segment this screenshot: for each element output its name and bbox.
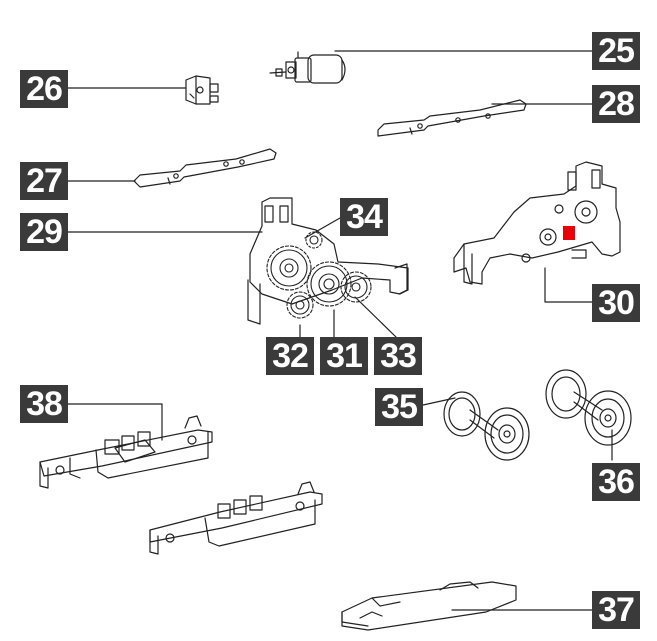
- part-label-30: 30: [592, 284, 640, 322]
- gear-icon: [286, 291, 314, 319]
- gearbox-icon: [453, 161, 621, 285]
- part-label-31: 31: [320, 337, 368, 375]
- plate-icon: [341, 581, 517, 631]
- gearbox-icon: [247, 197, 409, 325]
- bogie-frame-icon: [39, 415, 213, 489]
- wheelset-icon: [443, 391, 530, 461]
- bogie-frame-icon: [149, 481, 323, 555]
- gear-icon: [306, 261, 352, 307]
- gear-icon: [340, 271, 372, 303]
- gear-icon: [266, 245, 312, 291]
- part-label-37: 37: [592, 591, 640, 629]
- gear-icon: [305, 231, 323, 249]
- part-label-38: 38: [20, 385, 68, 423]
- part-label-29: 29: [20, 213, 68, 251]
- bar-icon: [377, 99, 527, 137]
- leader-lines: [67, 50, 613, 611]
- part-label-28: 28: [592, 85, 640, 123]
- part-label-33: 33: [374, 337, 422, 375]
- part-label-32: 32: [266, 337, 314, 375]
- part-label-25: 25: [592, 32, 640, 70]
- part-label-36: 36: [592, 463, 640, 501]
- bar-icon: [133, 148, 277, 188]
- clip-icon: [185, 75, 219, 105]
- part-label-26: 26: [20, 70, 68, 108]
- highlight-marker: [563, 226, 575, 240]
- part-label-35: 35: [375, 388, 423, 426]
- part-label-27: 27: [20, 162, 68, 200]
- part-label-34: 34: [340, 198, 388, 236]
- motor-icon: [269, 51, 346, 84]
- wheelset-icon: [545, 369, 632, 446]
